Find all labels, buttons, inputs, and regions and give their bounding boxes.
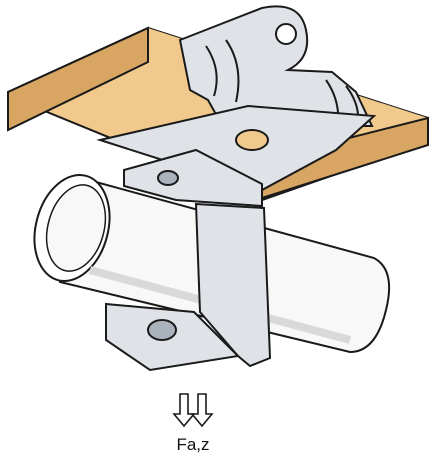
double-down-arrow-icon: [172, 393, 214, 428]
strap-bolt: [147, 319, 177, 341]
force-label: Fa,z: [176, 435, 209, 454]
strap-front: [194, 202, 272, 368]
clamp-ribs: [205, 39, 360, 125]
clamp-hole-top: [275, 23, 297, 45]
strap-back: [123, 148, 263, 208]
pipe-end-inner: [45, 184, 107, 272]
strap-top-bolt: [157, 170, 179, 186]
beam-front-edge: [7, 26, 149, 132]
ceiling-clamp-bracket: [96, 5, 377, 192]
clamp-hole-base: [235, 129, 269, 151]
pipe-hanger-strap: [105, 148, 272, 372]
